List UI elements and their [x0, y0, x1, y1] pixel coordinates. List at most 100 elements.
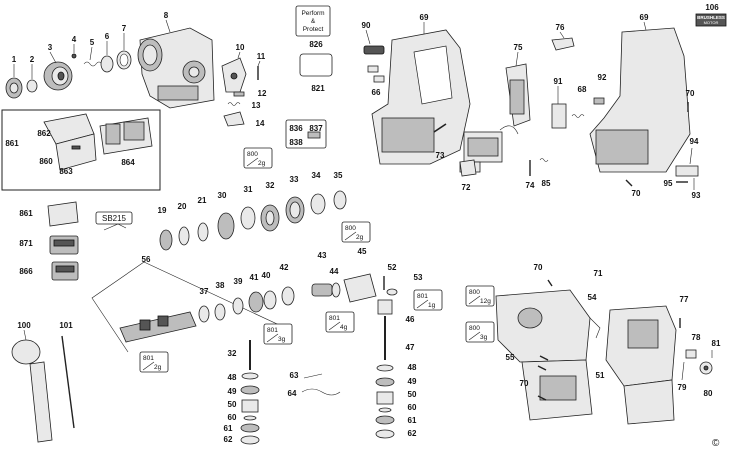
grease-code: 801	[143, 355, 154, 362]
copyright-mark: ©	[712, 438, 720, 449]
callout-n31: 31	[244, 185, 253, 194]
part-69-left-housing	[371, 22, 471, 165]
grease-tag-slash	[246, 157, 259, 167]
part-72-bracket	[459, 159, 477, 177]
part-91-switch	[551, 86, 567, 129]
callout-n14: 14	[256, 119, 265, 128]
part-71-gearbox-right	[605, 305, 677, 425]
callout-n864: 864	[121, 158, 135, 167]
callout-n20: 20	[178, 202, 187, 211]
callout-n101: 101	[59, 321, 73, 330]
callout-n862: 862	[37, 129, 51, 138]
part-56-assembly-bracket	[91, 261, 291, 353]
callout-n41: 41	[250, 273, 259, 282]
grease-amount: 3g	[278, 336, 286, 343]
callout-n76: 76	[556, 23, 565, 32]
callout-n70d: 70	[520, 379, 529, 388]
part-43-45-piston	[311, 273, 377, 303]
callout-n836: 836	[289, 124, 303, 133]
part-871-battery	[49, 235, 79, 255]
callout-n32b: 32	[228, 349, 237, 358]
part-75-motor	[505, 51, 531, 127]
part-10-bracket	[221, 51, 247, 93]
sb215-label: SB215	[102, 214, 127, 223]
part-5-spring	[83, 46, 103, 67]
callout-n100: 100	[17, 321, 31, 330]
callout-n70b: 70	[632, 189, 641, 198]
part-861-box	[47, 201, 79, 227]
part-52-53-pins	[383, 276, 398, 296]
part-54-clip	[589, 317, 601, 339]
part-3-sleeve	[43, 51, 73, 91]
part-80-81-nut	[699, 350, 713, 375]
grease-amount: 3g	[480, 334, 488, 341]
callout-n34: 34	[312, 171, 321, 180]
callout-n12: 12	[258, 89, 267, 98]
part-sb215-clip: SB215	[95, 211, 133, 231]
grease-tag-slash	[344, 231, 357, 241]
part-14-lever	[223, 111, 245, 127]
callout-n10: 10	[236, 43, 245, 52]
part-92-pin	[593, 97, 605, 105]
callout-n61b: 61	[408, 416, 417, 425]
grease-tag-slash	[142, 361, 155, 371]
callout-n2: 2	[30, 55, 35, 64]
callout-n11: 11	[257, 52, 266, 61]
callout-n68: 68	[578, 85, 587, 94]
grease-tag-slash	[328, 321, 341, 331]
callout-n69a: 69	[420, 13, 429, 22]
gear-row-parts	[159, 190, 347, 251]
callout-n52: 52	[388, 263, 397, 272]
part-66-screw	[367, 65, 385, 83]
callout-n7: 7	[122, 24, 127, 33]
grease-tag-slash	[266, 333, 279, 343]
callout-n95: 95	[664, 179, 673, 188]
part-spindle	[119, 311, 197, 343]
grease-amount: 2g	[154, 364, 162, 371]
part-6-washer	[100, 41, 114, 73]
callout-n860: 860	[39, 157, 53, 166]
callout-n4: 4	[72, 35, 77, 44]
callout-n78: 78	[692, 333, 701, 342]
callout-n80: 80	[704, 389, 713, 398]
part-94-battery-latch	[675, 147, 699, 177]
callout-n75: 75	[514, 43, 523, 52]
callout-n837: 837	[309, 124, 323, 133]
left-vertical-stack	[240, 340, 260, 445]
part-76-clip	[551, 31, 575, 51]
callout-n90: 90	[362, 21, 371, 30]
callout-n48b: 48	[408, 363, 417, 372]
part-8-gear-housing	[137, 19, 215, 109]
part-motor-module	[459, 125, 519, 173]
callout-n40: 40	[262, 271, 271, 280]
callout-n51: 51	[596, 371, 605, 380]
part-866-battery	[51, 261, 79, 281]
callout-n8: 8	[164, 11, 169, 20]
callout-n19: 19	[158, 206, 167, 215]
perform-line-3: Protect	[303, 26, 324, 33]
callout-n74: 74	[526, 181, 535, 190]
part-4-ball	[71, 44, 77, 59]
callout-n1: 1	[12, 55, 17, 64]
callout-n93: 93	[692, 191, 701, 200]
part-90-switch	[363, 29, 385, 55]
callout-n821: 821	[311, 84, 325, 93]
grease-amount: 2g	[258, 160, 266, 167]
callout-n46: 46	[406, 315, 415, 324]
callout-n50b: 50	[408, 390, 417, 399]
callout-n72: 72	[462, 183, 471, 192]
callout-n33: 33	[290, 175, 299, 184]
callout-n39: 39	[234, 277, 243, 286]
part-55-70-screws	[537, 279, 553, 401]
grease-amount: 4g	[340, 324, 348, 331]
grease-code: 800	[247, 151, 258, 158]
grease-tag-slash	[468, 295, 481, 305]
callout-n861b: 861	[19, 209, 33, 218]
